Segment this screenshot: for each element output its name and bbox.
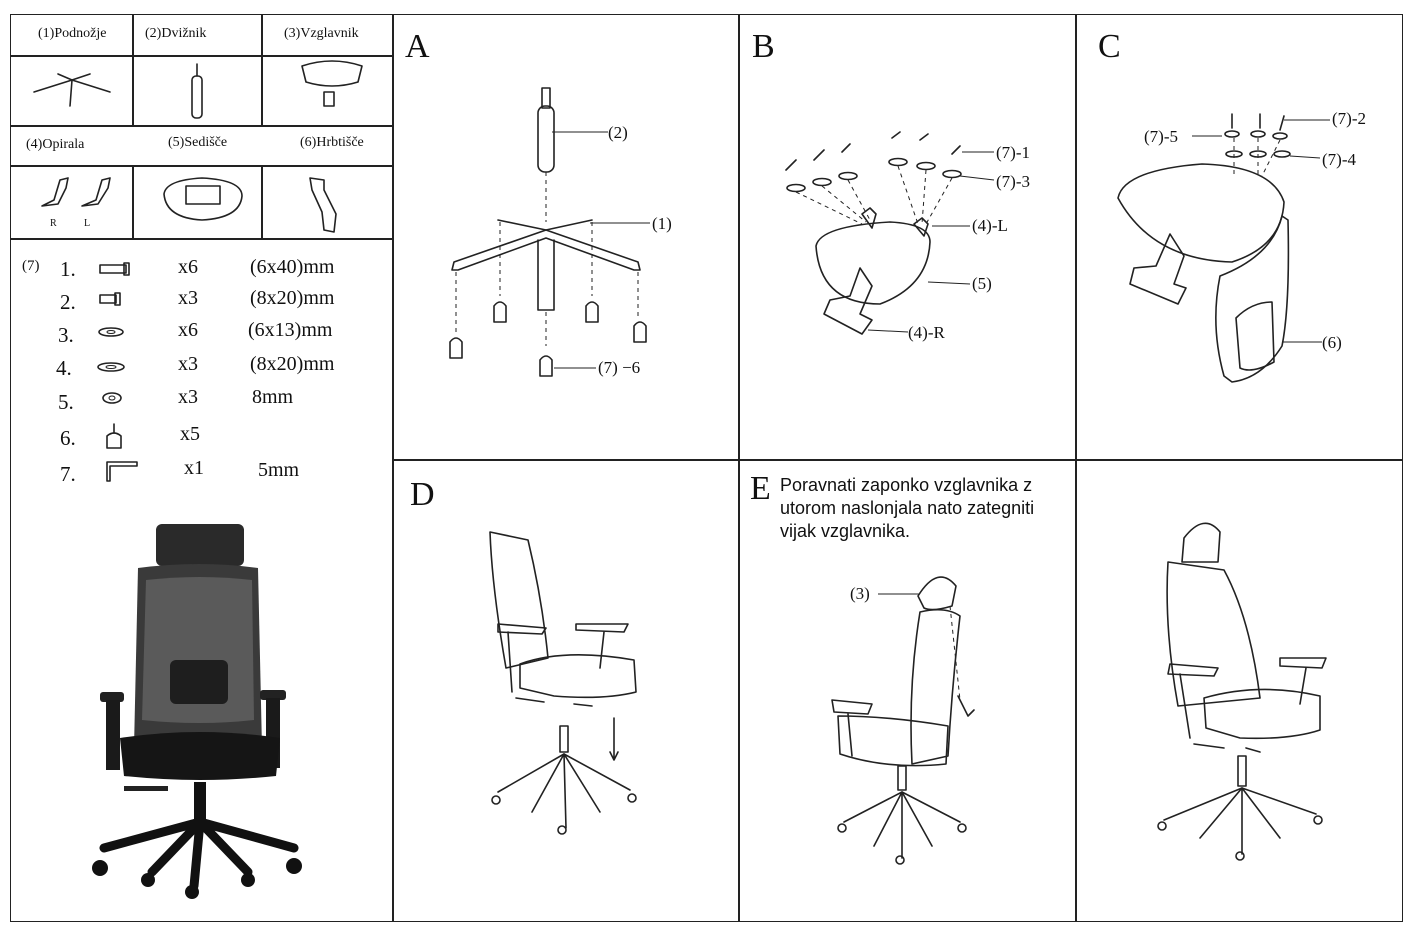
step-d-diagram — [489, 531, 637, 835]
part-label-backrest: (6)Hrbtišče — [300, 135, 364, 150]
callout-spring: (7)-5 — [1144, 127, 1178, 146]
hardware-num: 1. — [60, 257, 76, 281]
divider — [392, 14, 394, 922]
backrest-icon — [309, 177, 337, 233]
callout-lift: (2) — [608, 123, 628, 142]
spring-washer-icon — [102, 392, 122, 404]
step-e-diagram — [831, 576, 975, 865]
divider — [1075, 14, 1077, 922]
armrest-left-label: L — [84, 218, 91, 229]
part-label-base: (1)Podnožje — [38, 26, 107, 41]
callout-washer: (7)-3 — [996, 172, 1030, 191]
callout-seat: (5) — [972, 274, 992, 293]
hardware-size: (6x40)mm — [250, 256, 335, 278]
base-icon — [33, 73, 111, 107]
washer-icon — [98, 327, 124, 337]
part-label-seat: (5)Sedišče — [168, 135, 228, 150]
divider — [10, 125, 392, 127]
divider — [10, 238, 392, 240]
assembly-sheet — [10, 14, 1403, 922]
hardware-qty: x6 — [178, 319, 198, 341]
panel-letter-d: D — [410, 476, 435, 513]
armrests-icon — [41, 177, 111, 207]
hardware-qty: x1 — [184, 457, 204, 479]
step-c-diagram — [1117, 113, 1330, 383]
callout-bolt: (7)-2 — [1332, 109, 1366, 128]
bolt-long-icon — [99, 262, 130, 276]
hardware-size: (8x20)mm — [250, 287, 335, 309]
divider — [738, 14, 740, 922]
callout-arm-right: (4)-R — [908, 323, 945, 342]
callout-bolt: (7)-1 — [996, 143, 1030, 162]
hardware-qty: x6 — [178, 256, 198, 278]
gas-lift-icon — [191, 63, 203, 119]
panel-letter-e: E — [750, 470, 771, 507]
hardware-size: 8mm — [252, 386, 294, 408]
hardware-size: (8x20)mm — [250, 353, 335, 375]
hardware-qty: x5 — [180, 423, 200, 445]
hardware-qty: x3 — [178, 353, 198, 375]
part-label-armrests: (4)Opirala — [26, 137, 85, 152]
hardware-num: 7. — [60, 462, 76, 486]
hardware-qty: x3 — [178, 386, 198, 408]
final-chair-diagram — [1157, 522, 1327, 861]
hardware-size: (6x13)mm — [248, 319, 333, 341]
divider — [132, 14, 134, 56]
caster-icon — [106, 423, 122, 449]
divider — [261, 165, 263, 238]
panel-letter-c: C — [1098, 28, 1121, 65]
headrest-icon — [301, 60, 363, 107]
callout-washer: (7)-4 — [1322, 150, 1356, 169]
panel-letter-b: B — [752, 28, 775, 65]
chair-photo — [92, 524, 302, 899]
hardware-num: 2. — [60, 290, 76, 314]
callout-arm-left: (4)-L — [972, 216, 1008, 235]
divider — [392, 459, 1403, 461]
step-b-diagram — [785, 131, 995, 335]
bolt-short-icon — [99, 292, 121, 306]
divider — [132, 55, 134, 126]
instruction-text: Poravnati zaponko vzglavnika z utorom na… — [780, 475, 1035, 541]
divider — [10, 55, 392, 57]
washer-large-icon — [97, 362, 125, 372]
armrest-right-label: R — [50, 218, 57, 229]
divider — [261, 14, 263, 126]
hardware-num: 3. — [58, 323, 74, 347]
callout-caster: (7) −6 — [598, 358, 641, 377]
hardware-num: 6. — [60, 426, 76, 450]
allen-key-icon — [106, 461, 138, 482]
hardware-qty: x3 — [178, 287, 198, 309]
hardware-group-label: (7) — [22, 258, 40, 274]
callout-back: (6) — [1322, 333, 1342, 352]
callout-base: (1) — [652, 214, 672, 233]
step-a-diagram — [449, 87, 650, 377]
hardware-size: 5mm — [258, 459, 300, 481]
divider — [10, 165, 392, 167]
seat-icon — [163, 177, 243, 221]
divider — [132, 165, 134, 238]
part-label-lift: (2)Dvižnik — [145, 26, 207, 41]
callout-headrest: (3) — [850, 584, 870, 603]
hardware-num: 5. — [58, 390, 74, 414]
panel-letter-a: A — [405, 28, 430, 65]
hardware-num: 4. — [56, 356, 72, 380]
part-label-headrest: (3)Vzglavnik — [284, 26, 359, 41]
